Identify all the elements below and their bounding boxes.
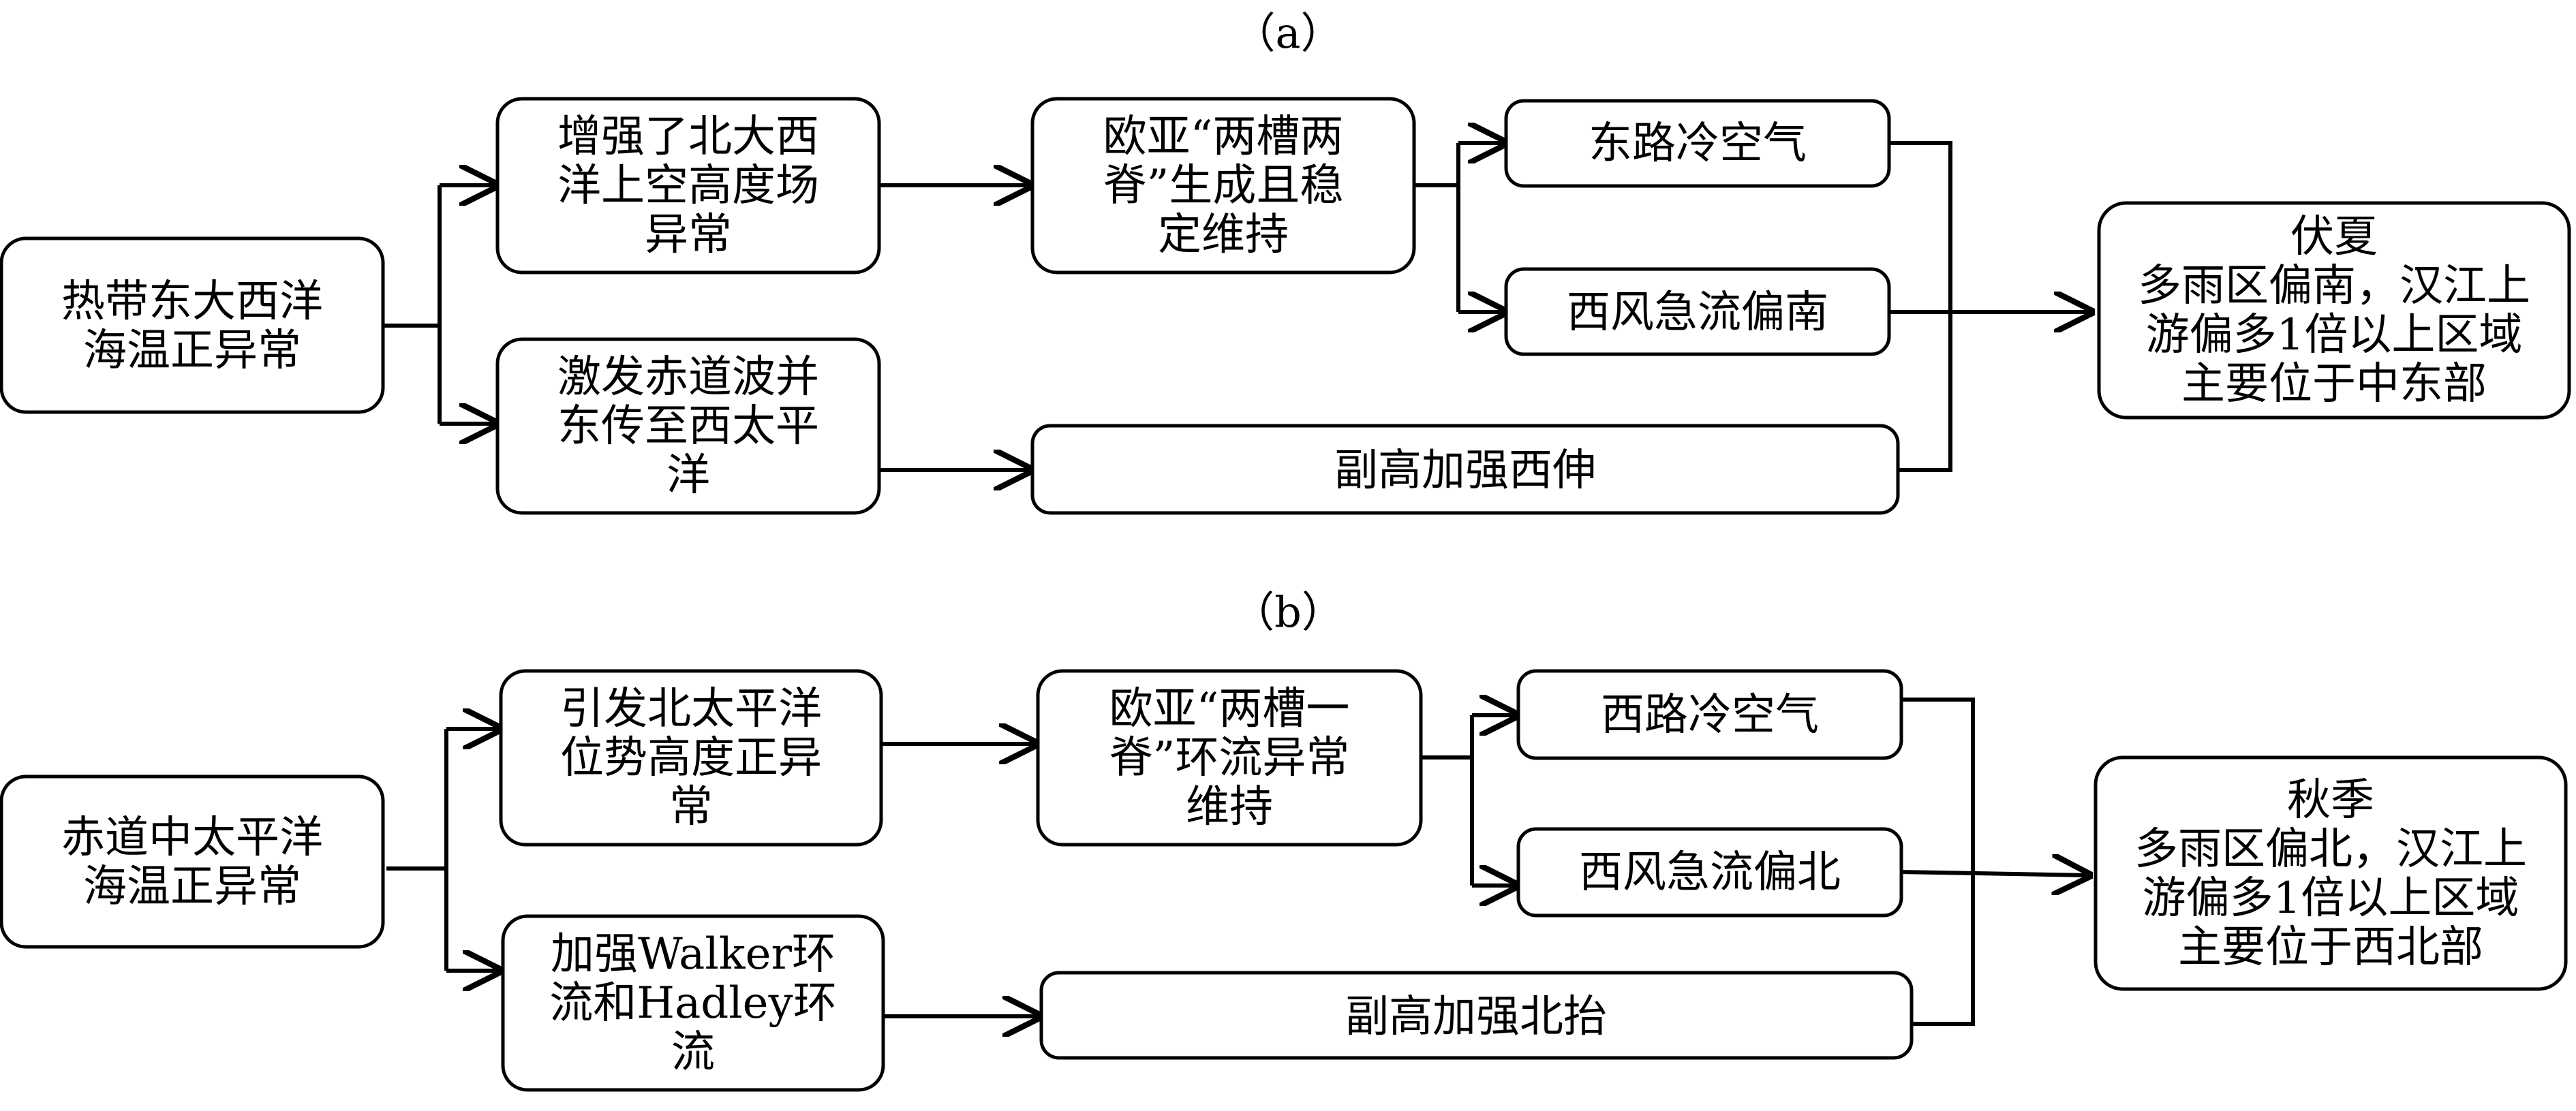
node-text: 副高加强西伸 (1334, 445, 1596, 496)
connector-b-merge (1901, 698, 1975, 1026)
node-a-result: 伏夏多雨区偏南，汉江上游偏多1倍以上区域主要位于中东部 (2097, 201, 2571, 420)
node-text-line: 加强Walker环 (551, 929, 835, 980)
node-text: 引发北太平洋位势高度正异常 (560, 684, 822, 832)
panel-b: （b） 赤道中太平洋海温正异常 引发北太平洋位势高度正异常 加强Walker环流… (0, 587, 2568, 1092)
panel-b-connectors (386, 700, 2089, 1024)
node-text-line: 引发北太平洋 (560, 684, 822, 734)
node-text-line: 欧亚“两槽一 (1109, 684, 1350, 734)
node-text-line: 激发赤道波并 (557, 352, 819, 403)
node-text-line: 维持 (1186, 782, 1273, 832)
node-text-line: 脊”生成且稳 (1103, 161, 1344, 211)
node-text: 伏夏多雨区偏南，汉江上游偏多1倍以上区域主要位于中东部 (2138, 212, 2530, 409)
node-text-line: 海温正异常 (83, 326, 301, 376)
connector-a-mid-fork (1414, 143, 1460, 312)
node-text: 秋季多雨区偏北，汉江上游偏多1倍以上区域主要位于西北部 (2134, 775, 2527, 973)
node-text: 赤道中太平洋海温正异常 (61, 813, 323, 912)
node-text-line: 副高加强西伸 (1334, 445, 1596, 496)
node-text-line: 欧亚“两槽两 (1103, 112, 1344, 162)
node-text-line: 西路冷空气 (1601, 690, 1819, 740)
node-text-line: 流和Hadley环 (549, 978, 836, 1029)
node-text: 西风急流偏北 (1579, 847, 1841, 898)
node-b-upper-branch: 引发北太平洋位势高度正异常 (499, 669, 883, 847)
node-text-line: 东路冷空气 (1589, 119, 1807, 169)
node-text-line: 增强了北大西 (557, 112, 819, 162)
node-text-line: 洋上空高度场 (557, 161, 819, 211)
node-a-subtropical-high: 副高加强西伸 (1030, 424, 1900, 515)
panel-a-caption: （a） (1233, 8, 1343, 58)
node-text-line: 海温正异常 (83, 862, 301, 912)
node-text-line: 主要位于西北部 (2178, 922, 2483, 973)
node-text-line: 热带东大西洋 (61, 277, 323, 327)
node-text-line: 伏夏 (2290, 212, 2378, 262)
node-b-source: 赤道中太平洋海温正异常 (0, 774, 385, 949)
node-text-line: 西风急流偏北 (1579, 847, 1841, 898)
connector-a-source-fork (383, 185, 442, 424)
node-text: 热带东大西洋海温正异常 (61, 277, 323, 376)
node-text: 欧亚“两槽两脊”生成且稳定维持 (1103, 112, 1344, 260)
node-text-line: 东传至西太平 (557, 401, 819, 452)
node-text-line: 副高加强北抬 (1345, 992, 1607, 1042)
node-text-line: 流 (671, 1027, 715, 1078)
connector-b-mid-fork (1421, 715, 1474, 886)
node-a-source: 热带东大西洋海温正异常 (0, 236, 385, 414)
node-text-line: 游偏多1倍以上区域 (2143, 873, 2519, 924)
arrow-b-to-result (1901, 872, 2089, 875)
node-text-line: 常 (669, 782, 713, 832)
connector-a-merge (1889, 141, 1952, 472)
node-text-line: 异常 (645, 210, 732, 260)
node-a-mid: 欧亚“两槽两脊”生成且稳定维持 (1030, 97, 1416, 275)
node-text-line: 多雨区偏南，汉江上 (2138, 261, 2530, 311)
node-b-cold-air: 西路冷空气 (1516, 669, 1903, 760)
node-text-line: 西风急流偏南 (1567, 287, 1828, 338)
node-text: 西风急流偏南 (1567, 287, 1828, 338)
node-a-cold-air: 东路冷空气 (1504, 99, 1891, 188)
node-text-line: 赤道中太平洋 (61, 813, 323, 863)
node-text: 激发赤道波并东传至西太平洋 (557, 352, 819, 501)
node-text: 欧亚“两槽一脊”环流异常维持 (1109, 684, 1350, 832)
node-text-line: 秋季 (2287, 775, 2374, 826)
node-b-lower-branch: 加强Walker环流和Hadley环流 (501, 914, 885, 1092)
node-text-line: 游偏多1倍以上区域 (2146, 310, 2523, 360)
panel-a-connectors (383, 143, 2091, 470)
panel-a: （a） 热带东大西洋海温正异常 增强了北大西洋上空高度场异常 激发赤道波并东传至… (0, 8, 2571, 515)
node-text-line: 脊”环流异常 (1109, 733, 1350, 783)
node-text: 加强Walker环流和Hadley环流 (549, 929, 836, 1078)
node-text-line: 位势高度正异 (560, 733, 822, 783)
node-a-jet: 西风急流偏南 (1504, 267, 1891, 356)
node-text: 西路冷空气 (1601, 690, 1819, 740)
node-b-subtropical-high: 副高加强北抬 (1039, 971, 1914, 1060)
node-b-result: 秋季多雨区偏北，汉江上游偏多1倍以上区域主要位于西北部 (2094, 755, 2568, 991)
node-text-line: 多雨区偏北，汉江上 (2134, 824, 2527, 875)
connector-b-source-fork (386, 729, 448, 971)
node-text-line: 定维持 (1158, 210, 1289, 260)
node-b-mid: 欧亚“两槽一脊”环流异常维持 (1036, 669, 1423, 847)
node-text: 东路冷空气 (1589, 119, 1807, 169)
node-text-line: 主要位于中东部 (2181, 359, 2487, 409)
node-b-jet: 西风急流偏北 (1516, 827, 1903, 918)
node-text: 增强了北大西洋上空高度场异常 (557, 112, 819, 260)
node-text-line: 洋 (666, 450, 710, 501)
node-a-upper-branch: 增强了北大西洋上空高度场异常 (495, 97, 881, 275)
node-text: 副高加强北抬 (1345, 992, 1607, 1042)
node-a-lower-branch: 激发赤道波并东传至西太平洋 (495, 337, 881, 515)
panel-b-caption: （b） (1232, 587, 1344, 637)
